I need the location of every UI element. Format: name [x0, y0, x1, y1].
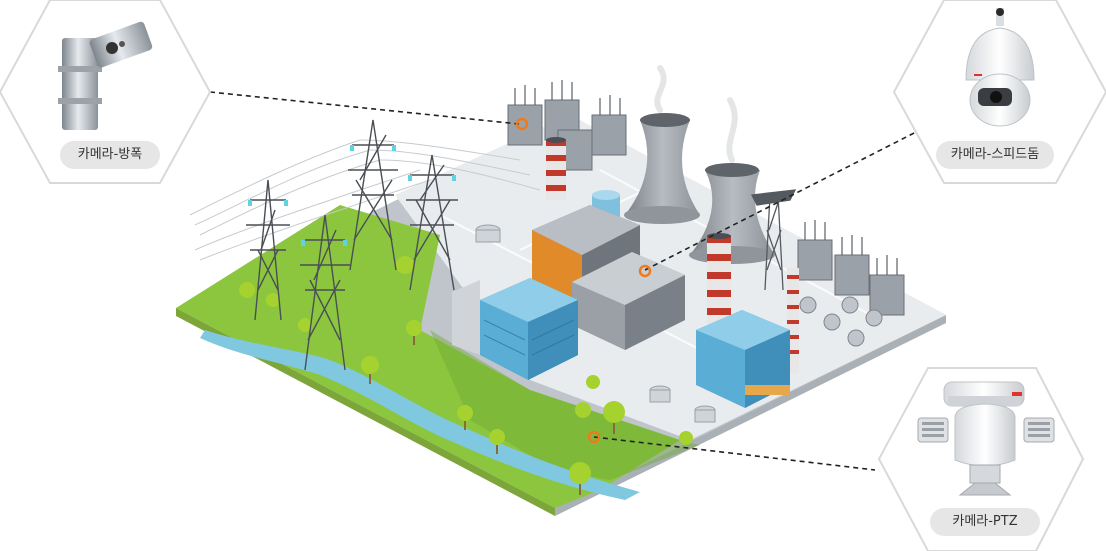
ptz-camera-icon — [917, 381, 1055, 496]
transmission-towers — [246, 119, 458, 371]
power-lines — [189, 139, 541, 261]
marker-speed-dome — [638, 264, 652, 278]
steam-plumes — [654, 65, 738, 163]
tower-insulators — [248, 145, 456, 246]
office-building-left — [452, 278, 578, 380]
river — [200, 330, 640, 500]
lattice-tower — [751, 189, 797, 291]
callout-ptz — [877, 367, 1085, 551]
grass-field — [176, 205, 680, 508]
chimneys — [546, 137, 799, 373]
cooling-fans — [799, 296, 883, 347]
label-camera-ptz: 카메라-PTZ — [930, 508, 1040, 536]
camera-markers — [515, 117, 652, 444]
explosion-proof-camera-icon — [58, 21, 153, 130]
marker-explosion-proof — [515, 117, 529, 131]
turbine-hall — [532, 205, 685, 350]
speed-dome-camera-icon — [965, 8, 1035, 127]
marker-ptz — [587, 430, 601, 444]
storage-tanks — [475, 224, 716, 423]
camera-connectors — [209, 91, 921, 471]
callout-explosion-proof — [0, 0, 212, 184]
cooling-towers — [624, 113, 775, 264]
trees — [239, 256, 693, 495]
transformer-yards — [507, 80, 905, 316]
callout-speed-dome — [892, 0, 1106, 184]
label-camera-explosion-proof: 카메라-방폭 — [60, 141, 160, 169]
label-camera-speed-dome: 카메라-스피드돔 — [936, 141, 1054, 169]
office-building-right — [696, 310, 790, 408]
